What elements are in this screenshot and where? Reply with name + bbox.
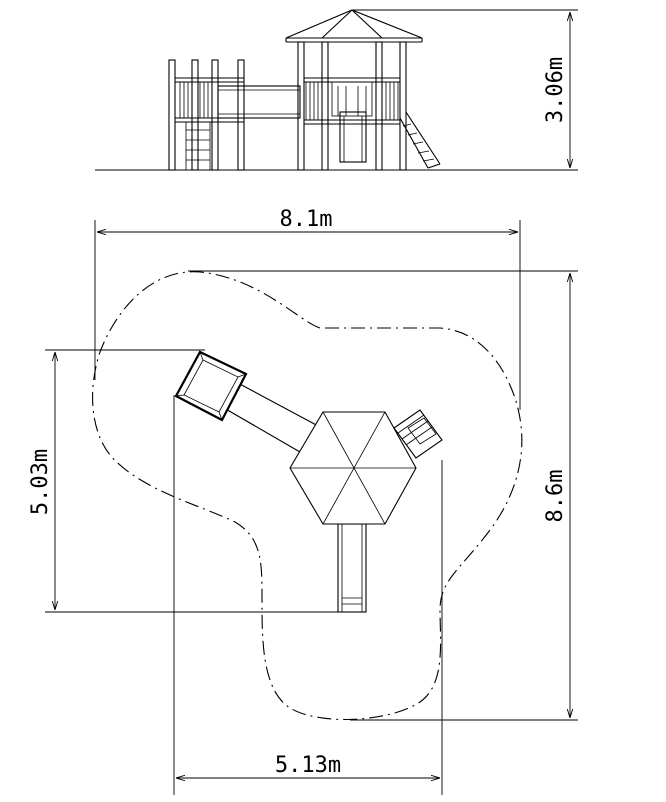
left-tower	[168, 59, 245, 171]
slide-elevation	[339, 111, 367, 163]
depth-dimension: 8.6m	[188, 270, 578, 721]
slide-plan	[337, 523, 367, 613]
width-dimension: 8.1m	[94, 207, 521, 410]
hexagonal-roof-elevation	[285, 9, 423, 43]
height-dimension: 3.06m	[352, 9, 578, 171]
stairs-plan	[393, 409, 443, 459]
elevation-view: 3.06m	[95, 9, 578, 171]
depth-label: 8.6m	[543, 470, 568, 523]
safety-zone-outline	[92, 271, 523, 721]
plan-view: 8.1m 8.6m 5.03m 5.13m	[28, 207, 578, 795]
left-extent-dimension: 5.03m	[28, 349, 365, 613]
hexagonal-roof-plan	[289, 411, 417, 525]
tunnel-plan	[223, 381, 321, 453]
width-label: 8.1m	[280, 207, 333, 232]
left-tower-plan	[174, 350, 248, 422]
main-tower	[297, 41, 407, 171]
height-label: 3.06m	[543, 57, 568, 123]
bottom-extent-dimension: 5.13m	[173, 395, 443, 795]
stairs-elevation	[399, 111, 441, 169]
bottom-extent-label: 5.13m	[275, 753, 341, 778]
tunnel-bridge	[217, 85, 301, 119]
left-extent-label: 5.03m	[28, 449, 53, 515]
